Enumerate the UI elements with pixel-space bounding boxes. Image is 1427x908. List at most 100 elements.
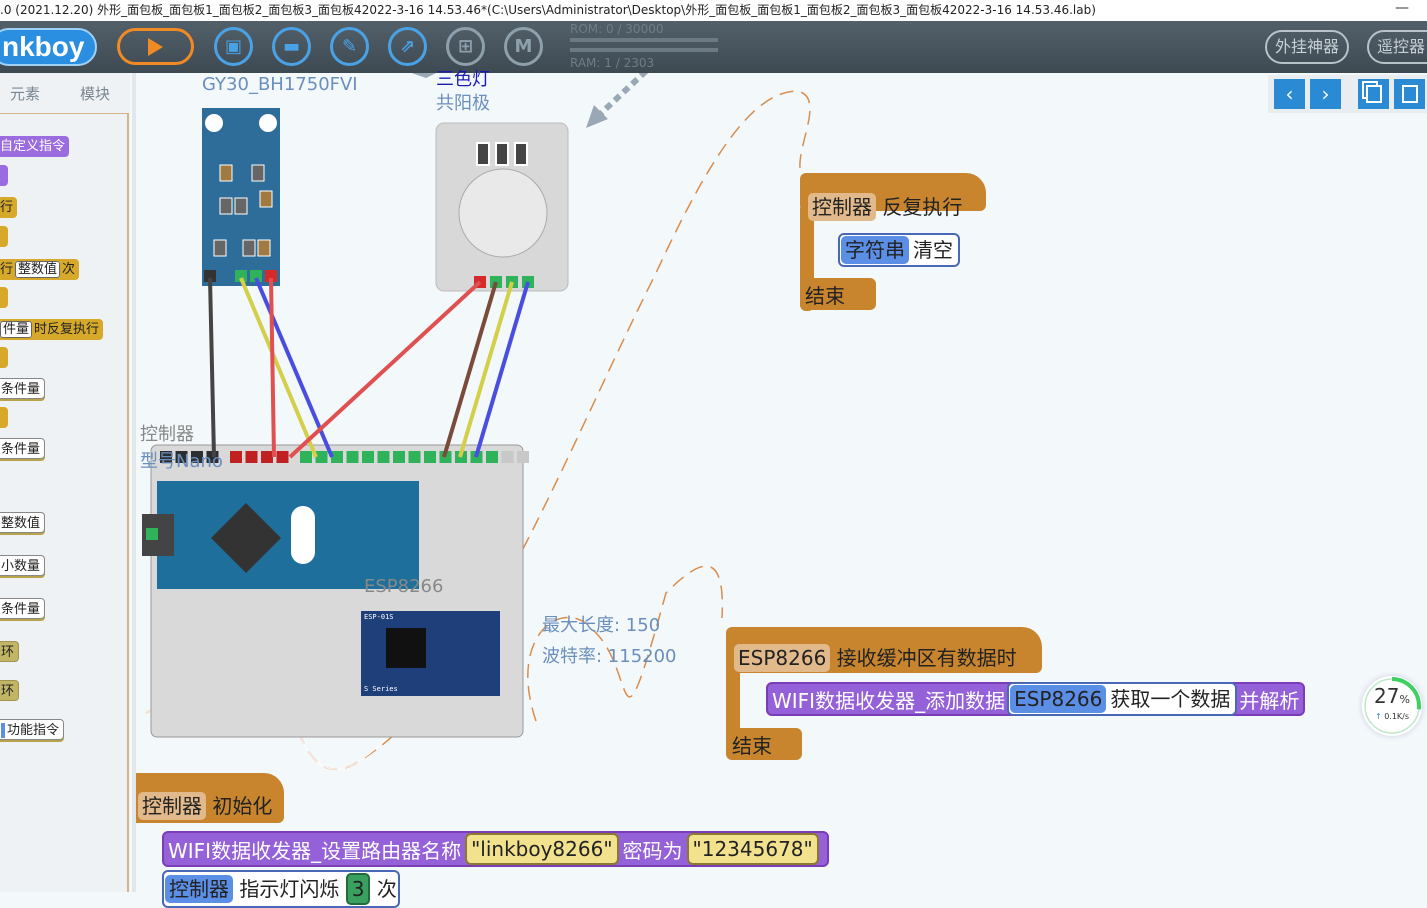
header-pin: [501, 451, 514, 463]
password-value[interactable]: "12345678": [686, 833, 819, 865]
palette-block[interactable]: 整数值: [0, 512, 46, 533]
save-button[interactable]: ▣: [214, 27, 253, 66]
esp-block-header: ESP8266 接收缓冲区有数据时: [734, 642, 1017, 672]
header-pin: [486, 451, 498, 463]
controller-label: 控制器: [140, 424, 194, 445]
tab-elements[interactable]: 元素: [10, 85, 41, 103]
save-icon: ▣: [224, 36, 242, 57]
loop-block-end: [800, 278, 876, 310]
add-page-button[interactable]: [1394, 79, 1425, 109]
header-pin: [276, 451, 289, 463]
controller-board[interactable]: S Series ESP-01S: [142, 444, 529, 738]
tab-modules[interactable]: 模块: [80, 85, 111, 103]
palette-block[interactable]: 环: [0, 641, 20, 662]
edit-button[interactable]: ✎: [330, 27, 369, 66]
folder-icon: ▬: [282, 36, 300, 57]
palette-block[interactable]: 条件量: [0, 438, 46, 459]
header-pin: [424, 451, 436, 463]
open-button[interactable]: ▬: [272, 27, 311, 66]
palette-block[interactable]: 条件量: [0, 378, 46, 399]
run-button[interactable]: [117, 28, 194, 65]
palette-block[interactable]: [0, 226, 8, 247]
palette-block[interactable]: 行整数值次: [0, 259, 80, 280]
palette-block[interactable]: 自定义指令: [0, 136, 70, 157]
header-pin: [245, 451, 258, 463]
export-button[interactable]: ⇗: [388, 27, 427, 66]
header-pin: [362, 451, 374, 463]
header-pin: [393, 451, 405, 463]
header-pin: [315, 451, 328, 463]
palette-block[interactable]: [0, 407, 8, 428]
minimize-button[interactable]: —: [1395, 0, 1409, 16]
header-pin: [377, 451, 390, 463]
canvas-nav: ‹ ›: [1268, 75, 1427, 113]
palette-block[interactable]: [0, 347, 8, 368]
header-pin: [175, 451, 188, 463]
palette-block[interactable]: 条件量: [0, 598, 46, 619]
chevron-right-icon: ›: [1321, 82, 1330, 106]
next-button[interactable]: ›: [1310, 79, 1341, 109]
header-pin: [346, 451, 359, 463]
design-canvas[interactable]: S Series ESP-01S GY30_BH1750FVI 三色灯 共阳极 …: [132, 69, 1427, 908]
grid-icon: ⊞: [457, 36, 474, 57]
rgb-label: 三色灯: [436, 69, 490, 90]
add-page-icon: [1401, 85, 1418, 103]
block-palette: 自定义指令 行 行整数值次 件量时反复执行 条件量 条件量 整数值 小数量 条件…: [0, 113, 129, 892]
edit-icon: ✎: [341, 36, 358, 57]
play-icon: [148, 37, 163, 56]
palette-block[interactable]: [0, 165, 8, 186]
header-pin: [191, 451, 203, 463]
ram-usage: RAM: 1 / 2303: [570, 56, 655, 70]
sidebar: 元素 模块 自定义指令 行 行整数值次 件量时反复执行 条件量 条件量 整数值 …: [0, 73, 130, 892]
svg-text:S Series: S Series: [364, 685, 398, 693]
plugin-button[interactable]: 外挂神器: [1265, 30, 1350, 64]
blink-block[interactable]: 控制器 指示灯闪烁 3 次: [162, 870, 400, 908]
ssid-value[interactable]: "linkboy8266": [465, 833, 619, 865]
toolbar: nkboy ▣ ▬ ✎ ⇗ ⊞ M ROM: 0 / 30000 RAM: 1 …: [0, 21, 1427, 73]
m-icon: M: [514, 36, 533, 57]
window-title: .0 (2021.12.20) 外形_面包板_面包板1_面包板2_面包板3_面包…: [0, 3, 1096, 17]
esp-block-end: [726, 728, 802, 760]
controller-type: 型号Nano: [140, 451, 223, 472]
sensor-label: GY30_BH1750FVI: [202, 74, 358, 95]
chevron-left-icon: ‹: [1285, 82, 1294, 106]
header-pin: [230, 451, 242, 463]
esp-maxlen: 最大长度: 150: [542, 615, 661, 636]
esp-baud: 波特率: 115200: [542, 646, 677, 667]
header-pin: [300, 451, 312, 463]
rom-usage: ROM: 0 / 30000: [570, 22, 664, 36]
flow-link: [527, 565, 724, 722]
flow-arrow: [411, 73, 649, 128]
loop-block-header: 控制器 反复执行: [808, 191, 962, 221]
copy-icon: [1365, 85, 1382, 103]
palette-block[interactable]: [0, 287, 8, 308]
palette-block[interactable]: 功能指令: [0, 719, 65, 740]
prev-button[interactable]: ‹: [1274, 79, 1305, 109]
app-logo: nkboy: [0, 28, 97, 66]
gy30-sensor-module[interactable]: [202, 108, 280, 286]
palette-block[interactable]: 件量时反复执行: [0, 319, 104, 340]
network-gauge: 27% ↑ 0.1K/s: [1362, 676, 1422, 736]
header-pin: [160, 451, 172, 463]
rgb-led-module[interactable]: [435, 122, 569, 292]
window-title-bar: .0 (2021.12.20) 外形_面包板_面包板1_面包板2_面包板3_面包…: [0, 0, 1427, 21]
gauge-arc: [1363, 677, 1421, 735]
rom-bar: [570, 38, 718, 42]
wifi-set-router-block[interactable]: WIFI数据收发器_设置路由器名称"linkboy8266"密码为"123456…: [162, 831, 829, 867]
remote-button[interactable]: 遥控器: [1367, 30, 1427, 64]
export-icon: ⇗: [399, 36, 416, 57]
palette-block[interactable]: 小数量: [0, 555, 46, 576]
palette-block[interactable]: 环: [0, 680, 20, 701]
header-pin: [261, 451, 273, 463]
m-button[interactable]: M: [504, 27, 543, 66]
esp-end-label: 结束: [732, 734, 772, 758]
copy-button[interactable]: [1358, 79, 1389, 109]
init-block-header: 控制器 初始化: [138, 790, 272, 820]
header-pin: [331, 451, 343, 463]
string-clear-block[interactable]: 字符串清空: [838, 233, 960, 267]
palette-block[interactable]: 行: [0, 197, 18, 218]
rgb-sublabel: 共阳极: [436, 93, 490, 114]
header-pin: [408, 451, 421, 463]
grid-button[interactable]: ⊞: [446, 27, 485, 66]
